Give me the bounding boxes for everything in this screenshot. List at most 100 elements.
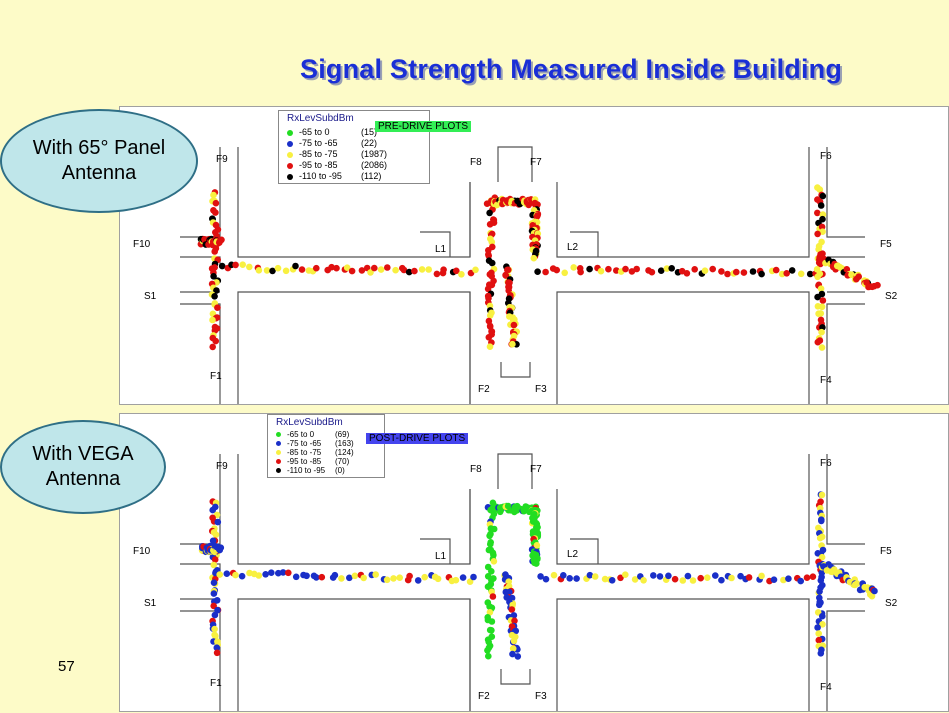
signal-dot xyxy=(553,266,560,274)
signal-dot xyxy=(631,576,639,583)
wall-mid-low xyxy=(469,291,810,404)
signal-dot xyxy=(434,575,442,583)
signal-dot xyxy=(530,254,538,262)
signal-dot xyxy=(343,264,351,271)
map-label-s2: S2 xyxy=(885,291,898,302)
legend-title: RxLevSubdBm xyxy=(276,417,343,428)
signal-dot xyxy=(665,572,672,580)
signal-dot xyxy=(605,265,612,273)
signal-dot xyxy=(488,618,496,625)
legend-row: -110 to -95(0) xyxy=(276,465,345,476)
signal-dot xyxy=(484,285,492,293)
signal-dot xyxy=(212,199,220,207)
map-label-f7: F7 xyxy=(530,464,542,475)
signal-dot xyxy=(816,337,824,344)
signal-dot xyxy=(815,630,822,637)
signal-dot xyxy=(318,573,326,581)
map-label-l1: L1 xyxy=(435,244,447,255)
signal-dot xyxy=(485,252,493,260)
signal-dot xyxy=(333,264,340,272)
signal-dot xyxy=(783,270,790,277)
signal-dot xyxy=(814,184,821,191)
signal-dot xyxy=(550,571,558,579)
signal-dot xyxy=(843,266,851,273)
signal-dot xyxy=(511,617,518,625)
signal-dot xyxy=(211,556,219,563)
wall-bottom-door xyxy=(500,362,531,378)
signal-dot xyxy=(819,621,826,628)
signal-dot xyxy=(745,574,753,581)
signal-dot xyxy=(418,266,426,273)
signal-dot xyxy=(274,264,282,272)
signal-dot xyxy=(303,572,310,580)
signal-dot xyxy=(414,577,422,584)
signal-dot xyxy=(622,265,629,273)
signal-dot xyxy=(560,572,567,579)
signal-dot xyxy=(797,577,804,585)
legend-title: RxLevSubdBm xyxy=(287,113,354,124)
legend-row: -65 to 0(15) xyxy=(287,127,377,138)
signal-dot xyxy=(263,267,271,274)
signal-dot xyxy=(874,281,881,289)
signal-dot xyxy=(816,504,824,512)
signal-dot xyxy=(817,650,825,657)
room-boxes xyxy=(420,538,599,564)
signal-dot xyxy=(668,265,675,272)
legend-row: -65 to 0(69) xyxy=(276,429,349,440)
signal-dot xyxy=(298,266,306,273)
signal-dot xyxy=(510,637,518,645)
signal-dot xyxy=(212,209,219,216)
signal-dot xyxy=(663,265,671,272)
signal-dot xyxy=(868,592,876,600)
map-label-f10: F10 xyxy=(133,546,151,557)
signal-dot xyxy=(633,265,640,273)
signal-dot xyxy=(485,257,493,264)
signal-dot xyxy=(486,343,494,350)
signal-dot xyxy=(211,293,218,300)
map-label-f6: F6 xyxy=(820,151,832,162)
signal-dot xyxy=(411,267,418,275)
signal-dot xyxy=(211,248,218,255)
signal-dot xyxy=(819,228,826,235)
wall-left-corridor xyxy=(237,489,471,711)
signal-dot xyxy=(689,577,697,584)
signal-dot xyxy=(371,264,378,272)
signal-dot xyxy=(210,273,217,280)
signal-dot xyxy=(246,263,253,271)
signal-dot xyxy=(405,268,413,276)
signal-dot xyxy=(328,263,335,271)
legend-row: -85 to -75(1987) xyxy=(287,149,387,160)
signal-dot xyxy=(504,266,512,274)
map-label-f10: F10 xyxy=(133,239,151,250)
signal-dot xyxy=(648,268,656,276)
signal-dot xyxy=(818,223,826,231)
measurement-dots xyxy=(197,184,881,351)
signal-dot xyxy=(372,571,379,578)
signal-dot xyxy=(617,574,624,582)
signal-dot xyxy=(869,283,876,291)
signal-dot xyxy=(367,269,374,276)
map-label-f4: F4 xyxy=(820,375,832,386)
signal-dot xyxy=(502,272,510,279)
signal-dot xyxy=(816,601,823,609)
room-boxes xyxy=(420,231,599,257)
signal-dot xyxy=(421,573,429,581)
signal-dot xyxy=(213,644,221,651)
signal-dot xyxy=(210,191,217,199)
signal-dot xyxy=(509,340,516,348)
signal-dot xyxy=(396,574,404,581)
map-label-f5: F5 xyxy=(880,546,892,557)
signal-dot xyxy=(608,577,616,584)
signal-dot xyxy=(815,246,822,253)
signal-dot xyxy=(691,266,698,273)
signal-dot xyxy=(216,571,223,578)
signal-dot xyxy=(814,550,822,557)
signal-dot xyxy=(210,579,218,586)
signal-dot xyxy=(487,525,495,532)
signal-dot xyxy=(488,627,495,634)
signal-dot xyxy=(255,267,263,274)
signal-dot xyxy=(809,573,817,580)
signal-dot xyxy=(818,344,826,351)
signal-dot xyxy=(853,580,861,587)
